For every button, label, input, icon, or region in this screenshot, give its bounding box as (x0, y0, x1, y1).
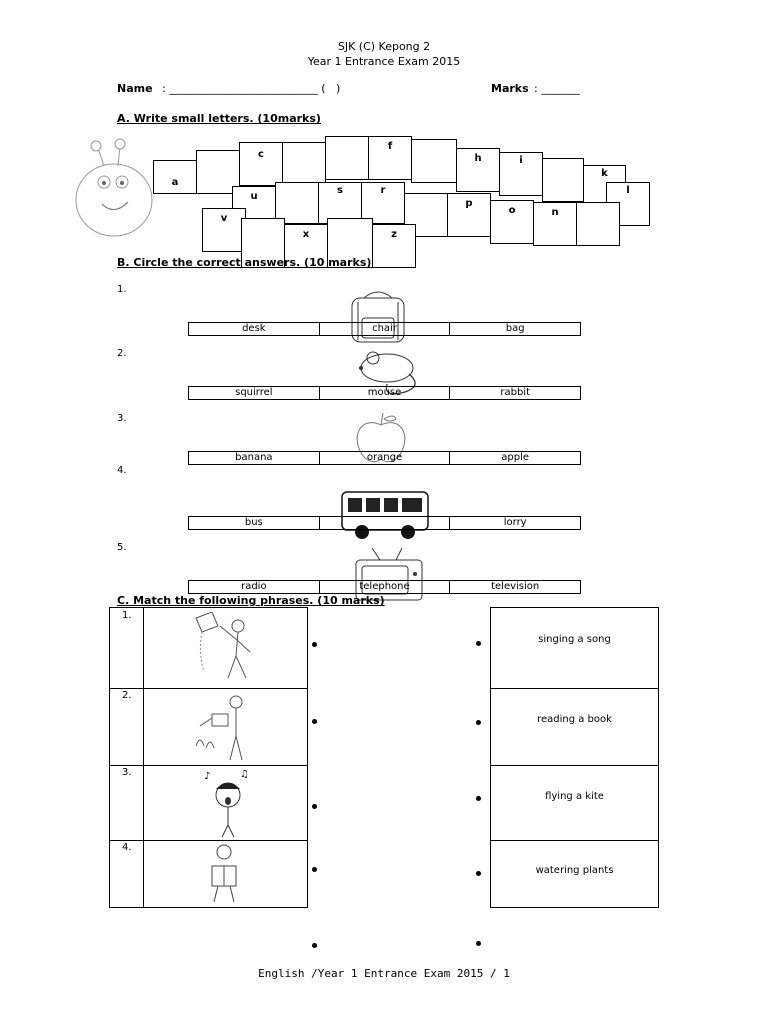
option-cell[interactable]: radio (241, 581, 267, 592)
name-label: Name (117, 82, 153, 95)
options-row: desk chair bag (188, 322, 581, 336)
letter-box: x (284, 224, 328, 268)
option-cell[interactable]: apple (449, 452, 580, 464)
section-b-title: B. Circle the correct answers. (10 marks… (117, 256, 372, 269)
boy-watering-plants-icon (195, 695, 243, 761)
letter-box: s (318, 182, 362, 224)
picture-column: 1. 2. 3. ♪ ♫ 4. (109, 607, 308, 908)
bus-icon (341, 491, 429, 539)
match-dot-right[interactable] (476, 941, 481, 946)
picture-number: 4. (122, 842, 132, 853)
option-cell[interactable]: bag (449, 323, 580, 335)
option-cell[interactable]: mouse (318, 387, 450, 399)
phrase-row: singing a song (491, 608, 658, 689)
option-cell[interactable]: bus (244, 517, 263, 528)
picture-number: 2. (122, 690, 132, 701)
question-number: 1. (117, 284, 127, 295)
letter-box: z (372, 224, 416, 268)
options-row: radio telephone television (188, 580, 581, 594)
question-number: 5. (117, 542, 127, 553)
letter-box-empty[interactable] (576, 202, 620, 246)
match-dot-left[interactable] (312, 804, 317, 809)
match-dot-left[interactable] (312, 867, 317, 872)
mouse-icon (359, 351, 416, 395)
match-dot-right[interactable] (476, 641, 481, 646)
letter-box: p (447, 193, 491, 237)
options-row: bus car lorry (188, 516, 581, 530)
letter-box: f (368, 136, 412, 180)
apple-icon (356, 412, 406, 463)
picture-row: 4. (110, 840, 307, 907)
letter-box-empty[interactable] (325, 136, 369, 180)
letter-box: o (490, 200, 534, 244)
phrase-text: watering plants (535, 865, 614, 876)
option-cell[interactable]: desk (242, 323, 266, 334)
picture-row: 3. ♪ ♫ (110, 765, 307, 841)
picture-number: 1. (122, 610, 132, 621)
boy-flying-kite-icon (195, 612, 251, 679)
picture-number: 3. (122, 767, 132, 778)
picture-row: 2. (110, 688, 307, 766)
phrase-text: singing a song (538, 634, 611, 645)
page-footer: English /Year 1 Entrance Exam 2015 / 1 (258, 967, 510, 980)
options-row: squirrel mouse rabbit (188, 386, 581, 400)
phrase-row: flying a kite (491, 765, 658, 841)
letter-box: i (499, 152, 543, 196)
girl-singing-icon: ♪ ♫ (204, 769, 249, 838)
letter-box-empty[interactable] (282, 142, 326, 184)
match-dot-left[interactable] (312, 719, 317, 724)
letter-box-empty[interactable] (542, 158, 584, 202)
option-cell[interactable]: chair (318, 323, 450, 335)
phrase-row: watering plants (491, 840, 658, 907)
letter-box: h (456, 148, 500, 192)
option-cell[interactable]: banana (235, 452, 273, 463)
letter-box: v (202, 208, 246, 252)
match-dot-right[interactable] (476, 871, 481, 876)
phrase-column: singing a song reading a book flying a k… (490, 607, 659, 908)
match-dot-left[interactable] (312, 943, 317, 948)
caterpillar-head-icon (75, 138, 153, 237)
name-field[interactable]: : ___________________________ ( ) (162, 82, 341, 95)
letter-box: n (533, 202, 577, 246)
question-number: 4. (117, 465, 127, 476)
question-number: 3. (117, 413, 127, 424)
letter-box: c (239, 142, 283, 186)
option-cell[interactable]: telephone (318, 581, 450, 593)
option-cell[interactable]: television (449, 581, 580, 593)
school-name: SJK (C) Kepong 2 (337, 40, 431, 53)
phrase-text: flying a kite (545, 791, 604, 802)
picture-row: 1. (110, 608, 307, 689)
match-dot-right[interactable] (476, 720, 481, 725)
option-cell[interactable]: squirrel (235, 387, 273, 398)
letter-box: r (361, 182, 405, 224)
section-c-title: C. Match the following phrases. (10 mark… (117, 594, 385, 607)
letter-box-empty[interactable] (411, 139, 457, 183)
backpack-icon (351, 291, 405, 343)
option-cell[interactable]: orange (318, 452, 450, 464)
exam-title: Year 1 Entrance Exam 2015 (307, 55, 461, 68)
marks-label: Marks (491, 82, 529, 95)
match-dot-right[interactable] (476, 796, 481, 801)
option-cell[interactable]: car (318, 517, 450, 529)
svg-text:♫: ♫ (240, 769, 249, 780)
letter-box-empty[interactable] (327, 218, 373, 268)
marks-field[interactable]: : _______ (534, 82, 580, 95)
boy-reading-book-icon (211, 844, 237, 903)
question-number: 2. (117, 348, 127, 359)
phrase-text: reading a book (537, 714, 612, 725)
svg-text:♪: ♪ (204, 771, 210, 782)
options-row: banana orange apple (188, 451, 581, 465)
option-cell[interactable]: rabbit (449, 387, 580, 399)
section-a-title: A. Write small letters. (10marks) (117, 112, 321, 125)
phrase-row: reading a book (491, 688, 658, 766)
letter-box: a (153, 160, 197, 194)
option-cell[interactable]: lorry (449, 517, 580, 529)
letter-box-empty[interactable] (275, 182, 319, 224)
match-dot-left[interactable] (312, 642, 317, 647)
